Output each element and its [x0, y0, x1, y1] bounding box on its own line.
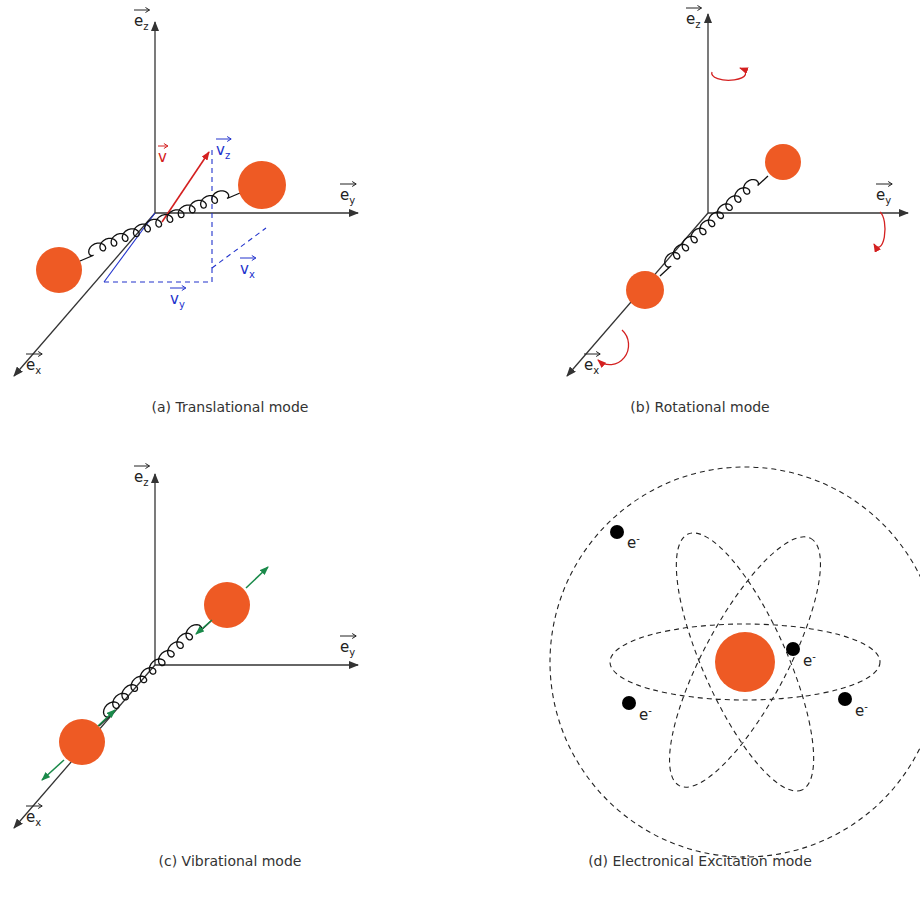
- projection-lines: [104, 150, 266, 282]
- panel-caption: (c) Vibrational mode: [159, 854, 302, 868]
- vector-arrow: [240, 256, 256, 261]
- symbol-label: ez: [686, 12, 700, 27]
- symbol-label: ex: [584, 358, 599, 373]
- vector-arrow: [26, 804, 42, 809]
- velocity-vector: [162, 152, 209, 222]
- panel-caption: (a) Translational mode: [152, 400, 309, 414]
- vector-arrow: [876, 182, 892, 187]
- symbol-label: e-: [855, 704, 868, 719]
- panel-caption: (d) Electronical Excitation mode: [588, 854, 812, 868]
- vector-arrow: [134, 8, 149, 13]
- vector-arrow: [216, 137, 231, 142]
- panel-caption: (b) Rotational mode: [630, 400, 769, 414]
- electrons: [610, 525, 852, 710]
- symbol-label: v: [158, 150, 167, 165]
- symbol-label: e-: [639, 708, 652, 723]
- spring-coil: [80, 191, 240, 261]
- symbol-label: vy: [170, 292, 185, 307]
- vector-arrow: [158, 144, 168, 149]
- axes: [14, 14, 908, 828]
- symbol-label: ey: [340, 640, 355, 655]
- symbol-label: ey: [340, 188, 355, 203]
- symbol-label: ey: [876, 188, 891, 203]
- vector-arrow: [340, 182, 356, 187]
- symbol-label: vx: [240, 262, 255, 277]
- spring-coil: [660, 176, 768, 276]
- symbol-label: ex: [26, 810, 41, 825]
- vibration-arrows: [42, 567, 268, 780]
- rotation-arrows: [598, 68, 885, 365]
- springs: [80, 176, 768, 726]
- vector-arrow: [340, 634, 356, 639]
- vector-arrow: [686, 6, 701, 11]
- vector-arrow: [26, 352, 42, 357]
- vector-arrow: [584, 352, 600, 357]
- symbol-label: ez: [134, 470, 148, 485]
- symbol-label: vz: [216, 143, 230, 158]
- orbits: [550, 467, 920, 857]
- spring-coil: [99, 621, 211, 726]
- vector-arrow: [134, 464, 149, 469]
- atoms: [36, 144, 801, 765]
- symbol-label: e-: [803, 654, 816, 669]
- symbol-label: ex: [26, 358, 41, 373]
- symbol-label: e-: [627, 536, 640, 551]
- vector-arrow: [170, 286, 186, 291]
- symbol-label: ez: [134, 14, 148, 29]
